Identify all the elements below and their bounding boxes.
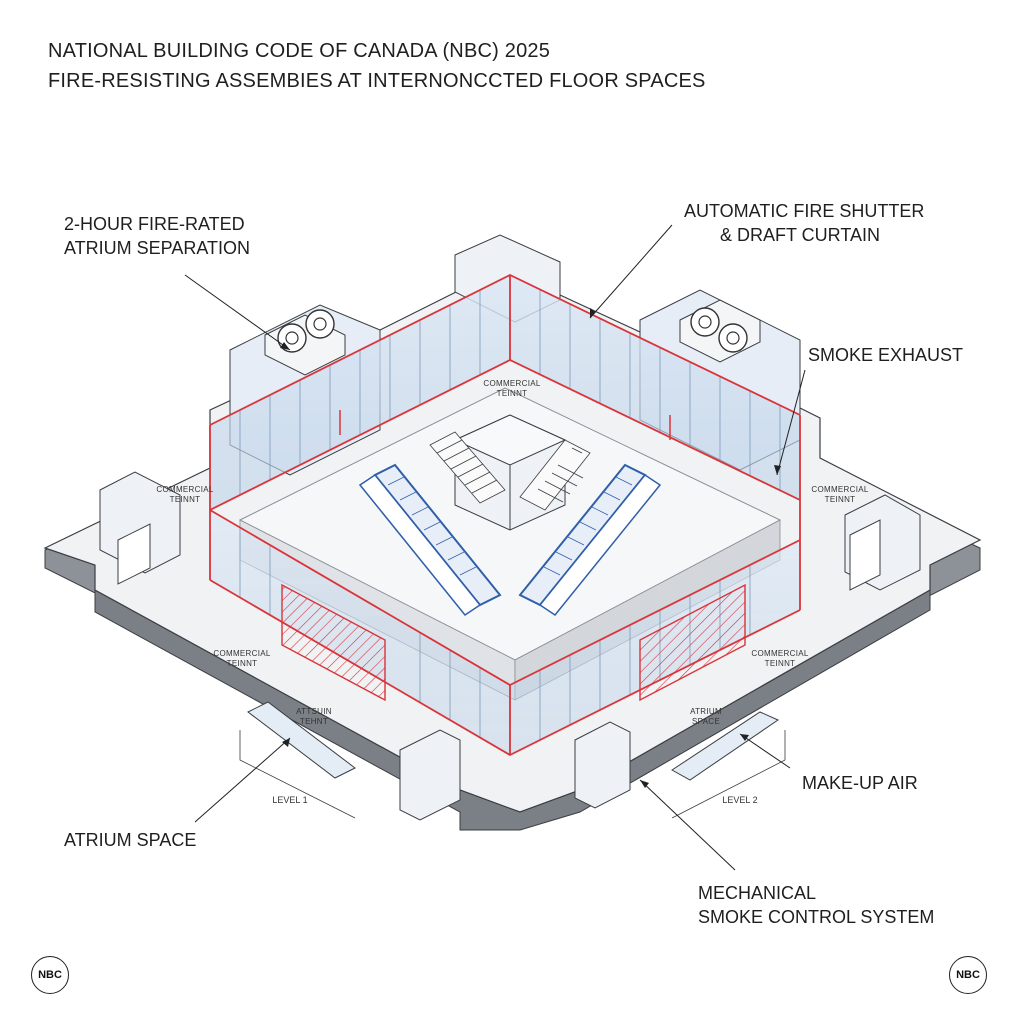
makeup-air-grille <box>247 701 780 781</box>
leader-mech-smoke <box>639 779 736 871</box>
label-atrium-left-1: ATTSUIN <box>296 707 332 716</box>
label-lower-right-tenant-1: COMMERCIAL <box>751 649 808 658</box>
floor-labels: COMMERCIAL TEINNT COMMERCIAL TEINNT COMM… <box>156 379 868 805</box>
leader-smoke-exhaust <box>776 369 806 476</box>
leader-shutter <box>589 224 673 319</box>
smoke-exhaust-fan-right <box>679 299 761 363</box>
callout-fire-rated-separation: 2-HOUR FIRE-RATED ATRIUM SEPARATION <box>64 212 250 260</box>
label-lower-left-tenant-2: TEINNT <box>227 659 258 668</box>
callout-smoke-exhaust: SMOKE EXHAUST <box>808 345 964 365</box>
leader-separation <box>184 274 291 351</box>
label-atrium-right-2: SPACE <box>692 717 720 726</box>
label-atrium-right-1: ATRIUM <box>690 707 722 716</box>
leader-lines <box>184 224 806 871</box>
title-line-2: FIRE-RESISTING ASSEMBIES AT INTERNONCCTE… <box>48 70 706 92</box>
label-level-2: LEVEL 2 <box>722 795 757 805</box>
callout-separation-line-1: 2-HOUR FIRE-RATED <box>64 214 245 234</box>
tenant-block-sides <box>99 471 921 821</box>
leader-atrium-space <box>194 737 291 823</box>
callout-shutter-line-1: AUTOMATIC FIRE SHUTTER <box>684 201 925 221</box>
callout-fire-shutter: AUTOMATIC FIRE SHUTTER & DRAFT CURTAIN <box>684 199 924 247</box>
leader-makeup-air <box>739 733 791 769</box>
leader-arrowheads <box>280 308 781 788</box>
callout-mechanical-smoke-control: MECHANICAL SMOKE CONTROL SYSTEM <box>698 881 934 929</box>
smoke-exhaust-fan-left <box>264 309 346 376</box>
stair-left <box>429 431 506 504</box>
label-lower-left-tenant-1: COMMERCIAL <box>213 649 270 658</box>
stair-right <box>519 439 591 511</box>
escalator-right <box>518 463 662 617</box>
callout-atrium-space: ATRIUM SPACE <box>64 830 197 850</box>
nbc-logo-right: NBC <box>949 956 987 994</box>
label-top-tenant-2: TEINNT <box>497 389 528 398</box>
title-line-1: NATIONAL BUILDING CODE OF CANADA (NBC) 2… <box>48 40 551 62</box>
callout-mech-line-2: SMOKE CONTROL SYSTEM <box>698 907 935 927</box>
label-right-tenant-1: COMMERCIAL <box>811 485 868 494</box>
escalator-left <box>358 463 502 617</box>
label-atrium-left-2: TEHNT <box>300 717 328 726</box>
label-top-tenant-1: COMMERCIAL <box>483 379 540 388</box>
diagram-title: NATIONAL BUILDING CODE OF CANADA (NBC) 2… <box>48 36 706 96</box>
nbc-logo-left: NBC <box>31 956 69 994</box>
callout-shutter-line-2: & DRAFT CURTAIN <box>720 225 881 245</box>
callout-makeup-air: MAKE-UP AIR <box>802 773 918 793</box>
label-left-tenant-1: COMMERCIAL <box>156 485 213 494</box>
label-level-1: LEVEL 1 <box>272 795 307 805</box>
fire-shutter-left <box>281 583 386 702</box>
label-lower-right-tenant-2: TEINNT <box>765 659 796 668</box>
callout-separation-line-2: ATRIUM SEPARATION <box>64 238 251 258</box>
label-left-tenant-2: TEINNT <box>170 495 201 504</box>
callout-mech-line-1: MECHANICAL <box>698 883 817 903</box>
fire-shutter-right <box>639 583 746 702</box>
label-right-tenant-2: TEINNT <box>825 495 856 504</box>
level-brackets <box>239 730 786 819</box>
